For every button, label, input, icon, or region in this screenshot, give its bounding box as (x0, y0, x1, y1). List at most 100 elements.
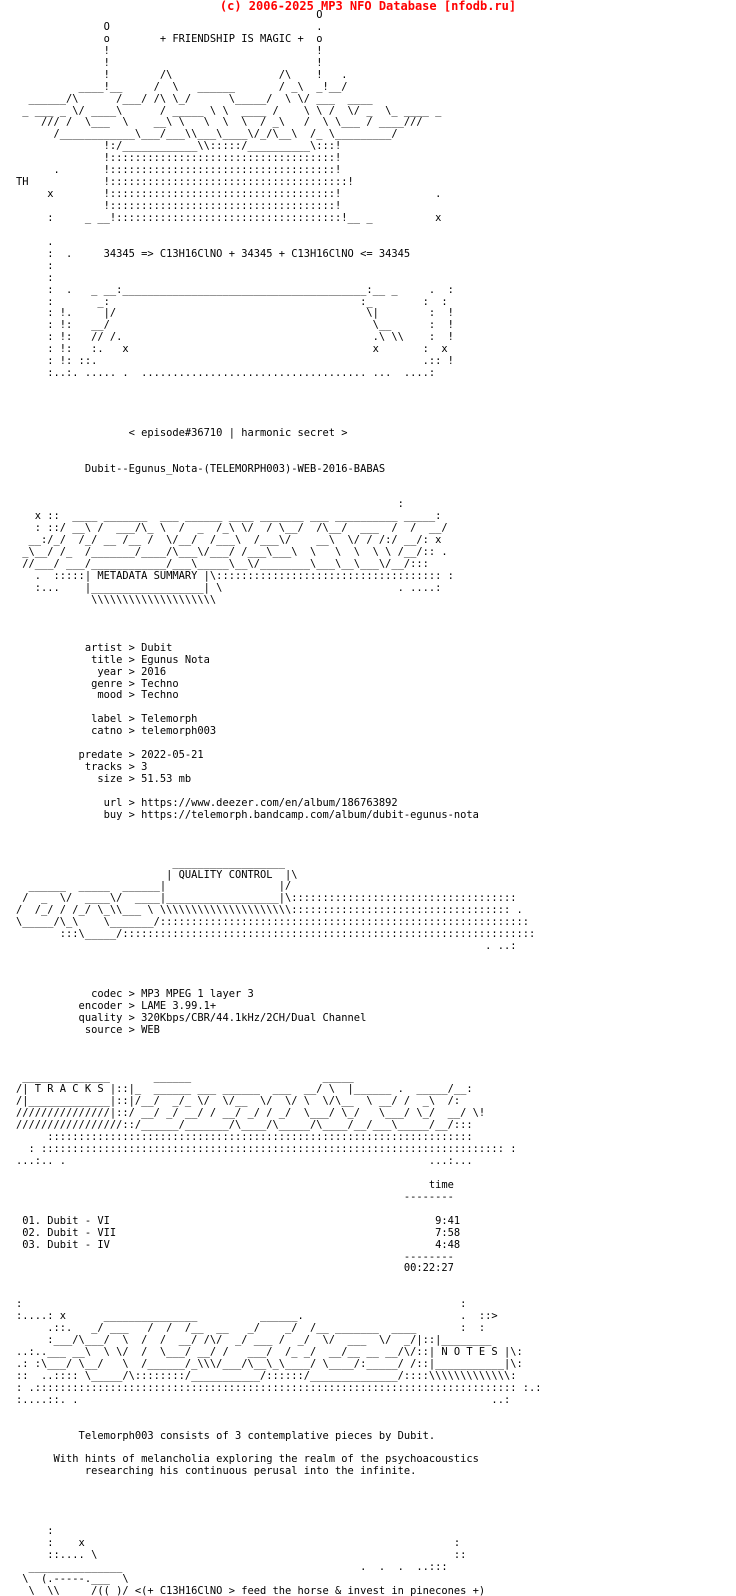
nfo-line (16, 440, 541, 452)
nfo-line: : ::::::::::::::::::::::::::::::::::::::… (16, 1143, 517, 1156)
nfo-line: : !. |/ \| : ! (16, 307, 454, 320)
nfo-line: researching his continuous perusal into … (16, 1465, 417, 1478)
nfo-line: x :: ____ _______ ___ ______ ____ ______… (16, 510, 442, 523)
nfo-line: __:/_/ /_/ __ /__ / \/__/ /___\ /___\/ _… (16, 534, 442, 547)
nfo-line: Telemorph003 consists of 3 contemplative… (16, 1429, 436, 1442)
nfo-line (16, 1407, 541, 1419)
nfo-line (16, 1275, 541, 1287)
nfo-line: ! ! (16, 44, 323, 57)
nfo-line: : !: :. x x : x (16, 343, 448, 356)
nfo-line: ______/\ /___/ /\ \_/ \_____/ \ \/ ___ _… (16, 92, 373, 105)
nfo-line: -------- (16, 1250, 454, 1263)
nfo-line (16, 834, 541, 846)
nfo-line: :....::. . ..: (16, 1393, 511, 1406)
nfo-line (16, 965, 541, 977)
nfo-line: /|_____________|::|/__/ _/_ \/ \/__ \/ \… (16, 1095, 461, 1108)
nfo-line: : ::/ __\ / ___/\_ \ / _ /_\ \/ / \__/ /… (16, 522, 448, 535)
nfo-line: catno > telemorph003 (16, 725, 217, 738)
nfo-line: source > WEB (16, 1023, 160, 1036)
nfo-line: \_____/\_\ \_______/::::::::::::::::::::… (16, 916, 529, 929)
nfo-line: \\\\\\\\\\\\\\\\\\\\ (16, 593, 217, 606)
nfo-line (16, 1037, 541, 1049)
nfo-line: /// / \___ \ __\ \ \ \ \ / _\ / \ \___ /… (16, 116, 423, 129)
copyright-banner-link[interactable]: (c) 2006-2025 MP3 NFO Database [nfodb.ru… (219, 0, 517, 13)
nfo-line (16, 1049, 541, 1061)
nfo-line: : (16, 1525, 54, 1538)
nfo-line: label > Telemorph (16, 713, 198, 726)
nfo-line (16, 392, 541, 404)
nfo-line: _ ___ _ \/ ____\ / _____ \ \ ____ / \ \ … (16, 104, 442, 117)
nfo-line: o + FRIENDSHIP IS MAGIC + o (16, 32, 323, 45)
nfo-line: ! /\ /\ ! . (16, 68, 348, 81)
nfo-line: : .:::::::::::::::::::::::::::::::::::::… (16, 1381, 542, 1394)
nfo-line: . ..: (16, 940, 517, 953)
nfo-line (16, 1514, 541, 1526)
nfo-line: _\__/ /_ /_______/____/\___\/___/ /___\_… (16, 546, 448, 559)
nfo-line: /////////////////::/______/_______/\____… (16, 1119, 473, 1132)
nfo-line: mood > Techno (16, 689, 179, 702)
nfo-line: O (16, 9, 323, 21)
nfo-line (16, 953, 541, 965)
nfo-line: tracks > 3 (16, 761, 148, 774)
nfo-line: year > 2016 (16, 665, 167, 678)
nfo-line: title > Egunus Nota (16, 653, 210, 666)
nfo-line: ///////////////|::/ __/ _/ __/ / __/ _/ … (16, 1107, 486, 1120)
nfo-line: url > https://www.deezer.com/en/album/18… (16, 796, 398, 809)
nfo-line: O . (16, 20, 323, 33)
nfo-line: /____________\___/___\\___\____\/_/\__\ … (16, 128, 398, 141)
nfo-line: _______________ . . . ..::: (16, 1560, 448, 1573)
nfo-line: : . _ __:_______________________________… (16, 283, 454, 296)
nfo-line (16, 476, 541, 488)
nfo-line: time (16, 1178, 454, 1191)
nfo-line: : (16, 271, 54, 284)
nfo-line: //___/ ___/____________/___\_____\__\/__… (16, 558, 429, 571)
nfo-line: \ \\_____/((_)/ <(+ C13H16ClNO > feed th… (16, 1584, 486, 1596)
nfo-line: : _ __!:::::::::::::::::::::::::::::::::… (16, 211, 442, 224)
nfo-line: buy > https://telemorph.bandcamp.com/alb… (16, 808, 479, 821)
nfo-line: :: ..:::: \_____/\::::::::/___________/:… (16, 1369, 517, 1382)
nfo-line: ____!__ / \ ______ / _\ _!__/ (16, 80, 348, 93)
nfo-line: /| T R A C K S |::|_ ______ ___ ______ _… (16, 1083, 473, 1096)
nfo-line: codec > MP3 MPEG 1 layer 3 (16, 987, 254, 1000)
nfo-line (16, 846, 541, 858)
nfo-line: x !::::::::::::::::::::::::::::::::::::!… (16, 188, 442, 201)
nfo-line: ...:.. . ...:... (16, 1155, 473, 1167)
nfo-line: :..:. ..... . ..........................… (16, 367, 436, 380)
nfo-line (16, 1478, 541, 1490)
nfo-line: : !: ::. .:: ! (16, 355, 454, 368)
nfo-line (16, 1204, 541, 1216)
nfo-line (16, 1419, 541, 1431)
nfo-line: / _ \/ ____\/ ____|__________________|\:… (16, 892, 517, 905)
nfo-line: size > 51.53 mb (16, 773, 192, 785)
nfo-line: !:/____________\\:::::/__________\:::! (16, 140, 342, 153)
nfo-line (16, 452, 541, 464)
nfo-line: __________________ (16, 856, 285, 869)
nfo-line: ! ! (16, 56, 323, 69)
nfo-line (16, 225, 541, 237)
nfo-line: ______ _____ ______| |/ (16, 880, 292, 893)
nfo-line: 01. Dubit - VI 9:41 (16, 1214, 461, 1227)
nfo-line: ::::::::::::::::::::::::::::::::::::::::… (16, 1131, 473, 1144)
nfo-line (16, 607, 541, 619)
nfo-line: . :::::| METADATA SUMMARY |\::::::::::::… (16, 570, 454, 583)
nfo-line: encoder > LAME 3.99.1+ (16, 999, 217, 1012)
nfo-line: :___/\___/ \ / / __/ /\/ _/ ___ / _/ \/ … (16, 1334, 492, 1347)
nfo-line (16, 1490, 541, 1502)
nfo-line: !::::::::::::::::::::::::::::::::::::! (16, 152, 342, 165)
nfo-line: . (16, 235, 54, 248)
nfo-line (16, 380, 541, 392)
nfo-line: ::.... \ :: (16, 1548, 467, 1561)
nfo-line: With hints of melancholia exploring the … (16, 1453, 479, 1466)
nfo-line: : x : (16, 1537, 461, 1549)
nfo-line: : (16, 498, 404, 511)
nfo-line: | QUALITY CONTROL |\ (16, 868, 298, 881)
nfo-line (16, 822, 541, 834)
nfo-line (16, 1502, 541, 1514)
nfo-line (16, 631, 541, 643)
nfo-line: : !: __/ \__ : ! (16, 319, 454, 332)
nfo-line: : . 34345 => C13H16ClNO + 34345 + C13H16… (16, 247, 411, 260)
nfo-line: : (16, 259, 54, 272)
nfo-line: ..:..___ __\ \ \/ / \___/ __/ / ___/ /_ … (16, 1346, 523, 1358)
nfo-line: .::. _/ ___ / / /__ __ _/ _/ /__ _______… (16, 1322, 486, 1335)
